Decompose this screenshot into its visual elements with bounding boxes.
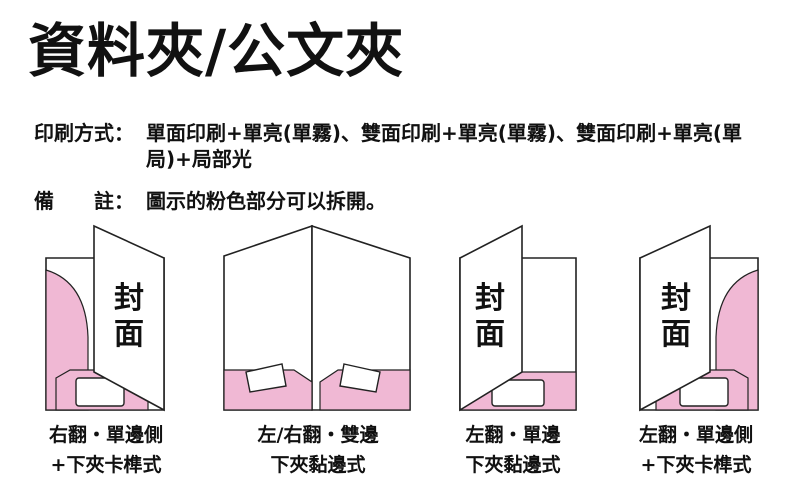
folder-diagram-4: 封 面 bbox=[639, 224, 759, 412]
note-value: 圖示的粉色部分可以拆開。 bbox=[146, 189, 386, 213]
caption-line-1: 左翻・單邊側 bbox=[638, 424, 753, 446]
caption-line-2: +下夾卡榫式 bbox=[640, 454, 752, 476]
cover-label-bottom: 面 bbox=[661, 317, 691, 352]
caption-diagram-1: 右翻・單邊側 +下夾卡榫式 bbox=[6, 420, 206, 480]
caption-diagram-2: 左/右翻・雙邊 下夾黏邊式 bbox=[218, 420, 418, 480]
caption-line-2: +下夾卡榫式 bbox=[50, 454, 162, 476]
caption-diagram-3: 左翻・單邊 下夾黏邊式 bbox=[413, 420, 613, 480]
cover-label-bottom: 面 bbox=[475, 317, 505, 352]
folder-diagram-2 bbox=[223, 224, 411, 411]
caption-line-2: 下夾黏邊式 bbox=[270, 454, 366, 476]
caption-line-1: 右翻・單邊側 bbox=[48, 424, 163, 446]
note-label: 備 註： bbox=[34, 189, 134, 213]
print-method-label: 印刷方式： bbox=[34, 121, 134, 145]
cover-label-top: 封 bbox=[661, 281, 691, 316]
caption-diagram-4: 左翻・單邊側 +下夾卡榫式 bbox=[596, 420, 796, 480]
cover-label-top: 封 bbox=[114, 281, 144, 316]
caption-line-1: 左翻・單邊 bbox=[465, 424, 561, 446]
caption-line-2: 下夾黏邊式 bbox=[465, 454, 561, 476]
page-title: 資料夾/公文夾 bbox=[28, 17, 405, 85]
caption-line-1: 左/右翻・雙邊 bbox=[257, 424, 379, 446]
cover-label-top: 封 bbox=[475, 281, 505, 316]
folder-diagram-1: 封 面 bbox=[45, 224, 165, 412]
cover-label-bottom: 面 bbox=[114, 317, 144, 352]
note-row: 備 註： 圖示的粉色部分可以拆開。 bbox=[34, 188, 746, 214]
folder-diagram-3: 封 面 bbox=[459, 224, 577, 412]
print-method-value: 單面印刷+單亮(單霧)、雙面印刷+單亮(單霧)、雙面印刷+單亮(單局)+局部光 bbox=[146, 121, 742, 171]
print-method-row: 印刷方式： 單面印刷+單亮(單霧)、雙面印刷+單亮(單霧)、雙面印刷+單亮(單局)… bbox=[34, 120, 746, 172]
